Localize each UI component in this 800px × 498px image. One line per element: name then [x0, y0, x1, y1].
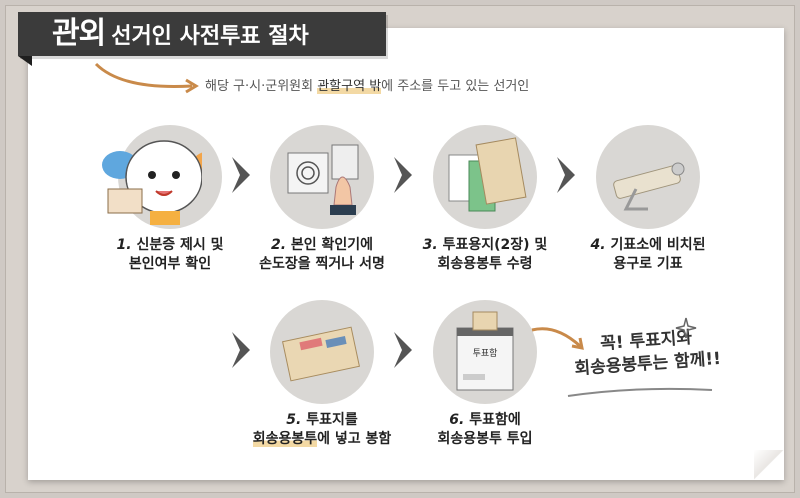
ballot-box-label: 투표함 [473, 348, 498, 359]
step4-illustration [596, 125, 700, 229]
chevron-right-icon [232, 157, 250, 193]
step6-line2: 회송용봉투 투입 [437, 431, 533, 447]
step3-line2: 회송용봉투 수령 [437, 256, 533, 272]
banner-fold [18, 56, 32, 66]
subtitle-after: 에 주소를 두고 있는 선거인 [381, 79, 530, 94]
chevron-right-icon [394, 157, 412, 193]
step3-line1: 투표용지(2장) 및 [442, 237, 548, 253]
step6-num: 6. [449, 412, 465, 428]
step2-line1: 본인 확인기에 [290, 237, 374, 253]
step1-line1: 신분증 제시 및 [136, 237, 224, 253]
subtitle-highlight: 관할구역 밖 [317, 79, 382, 94]
step5-line1: 투표지를 [306, 412, 358, 428]
title-main: 관외 [52, 16, 106, 51]
title-rest: 선거인 사전투표 절차 [111, 24, 309, 49]
subtitle-before: 해당 구·시·군위원회 [205, 79, 318, 94]
curved-arrow-icon [531, 327, 584, 350]
underline-doodle [567, 387, 713, 397]
title-banner: 관외 선거인 사전투표 절차 [18, 12, 386, 56]
step3-illustration [433, 125, 537, 229]
step4-line1: 기표소에 비치된 [610, 237, 706, 253]
step2-line2: 손도장을 찍거나 서명 [259, 256, 385, 272]
frame [5, 5, 795, 493]
step1-line2: 본인여부 확인 [128, 256, 212, 272]
star-doodle-icon [675, 317, 697, 339]
curved-arrow-icon [94, 62, 199, 94]
step4-caption: 4. 기표소에 비치된 용구로 기표 [568, 236, 728, 274]
stamp-tool-icon [613, 162, 685, 211]
step5-caption: 5. 투표지를 회송용봉투에 넣고 봉함 [242, 411, 402, 449]
step5-line2b: 에 넣고 봉함 [317, 431, 392, 447]
step2-num: 2. [270, 237, 287, 253]
step3-caption: 3. 투표용지(2장) 및 회송용봉투 수령 [405, 236, 565, 274]
step4-num: 4. [590, 237, 606, 253]
fingerprint-scanner-icon [287, 144, 359, 215]
chevron-right-icon [557, 157, 575, 193]
step6-line1: 투표함에 [469, 412, 521, 428]
chevron-right-icon [394, 332, 412, 368]
mascot-icon [102, 140, 202, 225]
step4-line2: 용구로 기표 [613, 256, 683, 272]
step1-caption: 1. 신분증 제시 및 본인여부 확인 [90, 236, 250, 274]
step1-num: 1. [116, 237, 132, 253]
ballot-papers-icon [448, 137, 527, 212]
step2-caption: 2. 본인 확인기에 손도장을 찍거나 서명 [242, 236, 402, 274]
step6-illustration: 투표함 [433, 300, 537, 404]
step5-line2a: 회송용봉투 [252, 431, 318, 447]
ballot-box-icon: 투표함 [456, 311, 514, 391]
step2-illustration [270, 125, 374, 229]
page-curl [754, 450, 784, 480]
step6-caption: 6. 투표함에 회송용봉투 투입 [405, 411, 565, 449]
paper-card [28, 28, 784, 480]
step1-illustration [102, 125, 222, 229]
subtitle: 해당 구·시·군위원회 관할구역 밖에 주소를 두고 있는 선거인 [205, 75, 529, 94]
step5-num: 5. [286, 412, 302, 428]
step5-illustration [270, 300, 374, 404]
step3-num: 3. [422, 237, 438, 253]
chevron-right-icon [232, 332, 250, 368]
envelope-icon [282, 326, 360, 382]
